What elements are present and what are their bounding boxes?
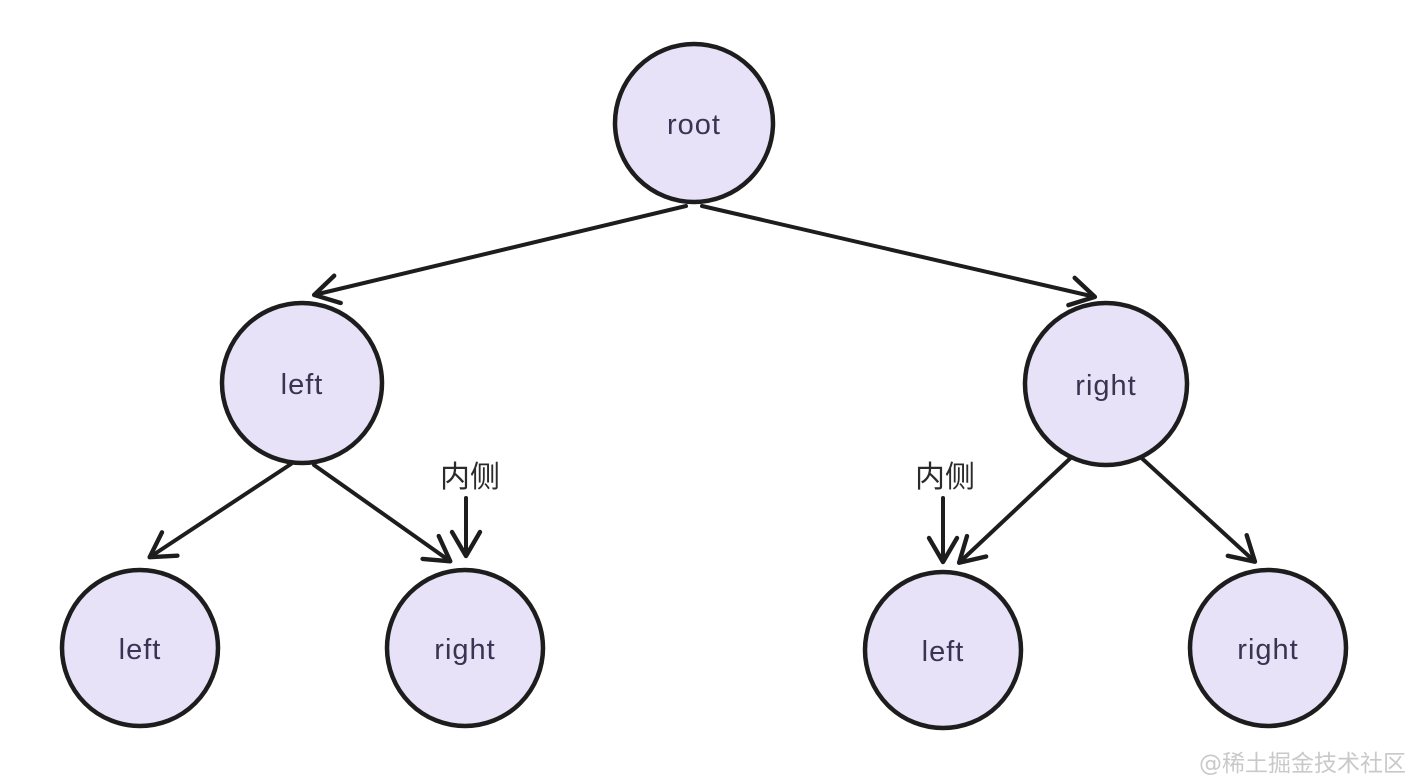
edge-right-to-right-left (956, 450, 1079, 565)
edge-root-to-left (311, 204, 688, 306)
node-root: root (612, 41, 776, 205)
node-left-right-label: right (434, 634, 495, 666)
node-left-left-label: left (119, 634, 162, 666)
edge-right-to-right-right (1133, 450, 1258, 564)
node-right-left-circle (862, 569, 1024, 731)
inner-side-label-right: 内侧 (915, 460, 975, 495)
edge-left-to-left-left (147, 462, 293, 560)
node-right-left: left (862, 569, 1024, 731)
node-left-right-circle (384, 567, 546, 729)
inner-side-label-left: 内侧 (440, 460, 500, 495)
node-root-label: root (667, 109, 721, 141)
node-left: left (219, 300, 385, 466)
node-left-left: left (59, 567, 221, 729)
node-left-right: right (384, 567, 546, 729)
node-root-circle (612, 41, 776, 205)
node-right-right-label: right (1237, 634, 1298, 666)
node-left-circle (219, 300, 385, 466)
node-right-right: right (1187, 567, 1349, 729)
watermark: @稀土掘金技术社区 (1199, 751, 1406, 777)
node-right-label: right (1075, 370, 1136, 402)
edge-left-to-left-right (312, 463, 453, 564)
node-left-left-circle (59, 567, 221, 729)
annotation-arrows (449, 496, 960, 565)
node-right-right-circle (1187, 567, 1349, 729)
node-right: right (1022, 300, 1190, 468)
tree-edges (147, 204, 1258, 565)
node-left-label: left (281, 369, 324, 401)
node-right-circle (1022, 300, 1190, 468)
edge-root-to-right (700, 204, 1098, 308)
node-right-left-label: left (922, 636, 965, 668)
